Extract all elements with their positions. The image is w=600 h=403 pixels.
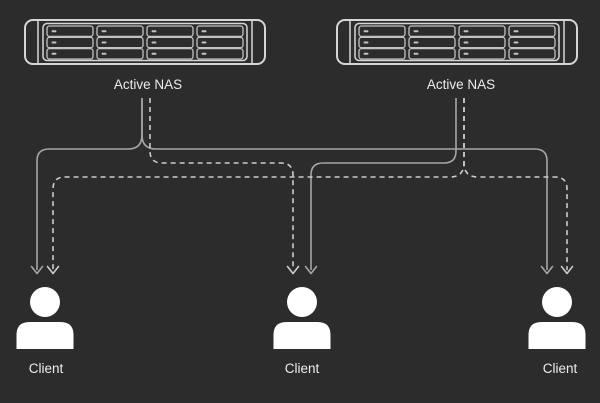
edge-nas1-client1-solid [36,98,143,270]
client2-label: Client [284,361,320,376]
nas2-label: Active NAS [426,77,496,92]
edge-nas2-client2-solid [310,98,457,270]
edge-nas2-client3-dashed [463,98,568,270]
client3-person-icon [528,287,586,349]
client3-label: Client [542,361,578,376]
edge-nas2-client1-dashed [52,98,465,270]
edge-nas1-client3-solid [141,98,548,270]
nas2-rack-icon [336,19,578,65]
arrowhead-client3-solid [540,265,554,275]
client2-person-icon [273,287,331,349]
arrowhead-client2-dashed [286,265,300,275]
arrowhead-client1-solid [30,265,44,275]
arrowhead-client1-dashed [46,265,60,275]
arrowhead-client2-solid [304,265,318,275]
client1-person-icon [16,287,74,349]
client1-label: Client [28,361,64,376]
arrowhead-client3-dashed [560,265,574,275]
edge-nas1-client2-dashed [149,98,294,270]
nas1-rack-icon [24,19,266,65]
nas1-label: Active NAS [113,77,183,92]
